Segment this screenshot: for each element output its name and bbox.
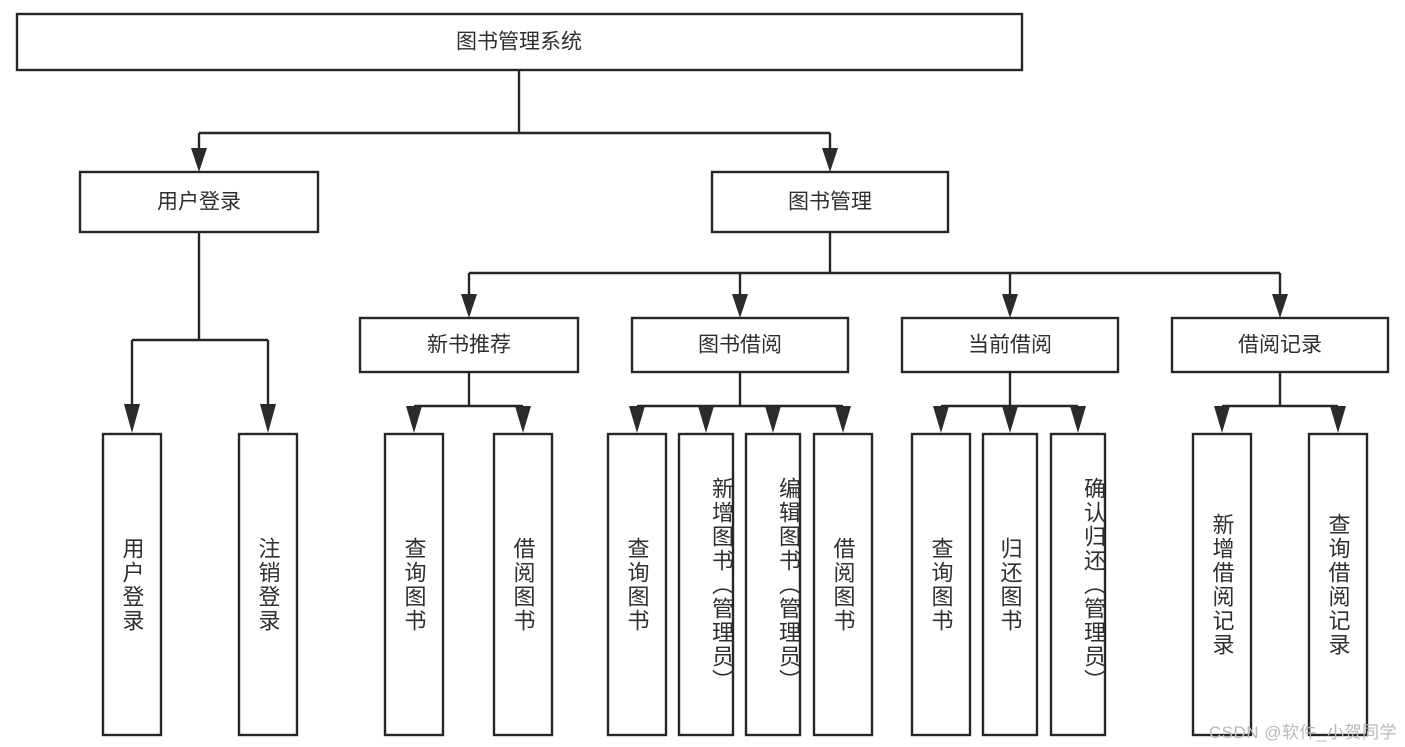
leaf-book-borrow-2-box[interactable]: [677, 432, 735, 737]
connector-group: [124, 70, 1346, 433]
node-current-borrow-box[interactable]: [900, 316, 1120, 374]
leaf-borrow-record-1-box[interactable]: [1191, 432, 1253, 737]
leaf-new-book-2-box[interactable]: [492, 432, 554, 737]
node-book-manage-label: 图书管理: [788, 191, 872, 214]
arrow-bb-child-4: [835, 406, 851, 433]
node-book-manage-box[interactable]: [710, 170, 950, 234]
arrow-bb-child-3: [765, 406, 781, 433]
arrow-to-user-login: [191, 148, 207, 172]
arrow-bb-child-1: [629, 406, 645, 433]
node-root-label: 图书管理系统: [456, 31, 582, 54]
arrow-ul-child-2: [260, 404, 276, 433]
leaf-book-borrow-3-box[interactable]: [744, 432, 802, 737]
arrow-br-child-2: [1330, 406, 1346, 433]
node-user-login-box[interactable]: [78, 170, 320, 234]
leaf-new-book-1-box[interactable]: [383, 432, 445, 737]
leaf-book-borrow-4-box[interactable]: [812, 432, 874, 737]
node-borrow-record-label: 借阅记录: [1238, 334, 1322, 357]
leaf-current-borrow-2-box[interactable]: [981, 432, 1039, 737]
arrow-nb-child-2: [515, 406, 531, 433]
leaf-user-login-1-box[interactable]: [101, 432, 163, 737]
leaf-borrow-record-2-box[interactable]: [1307, 432, 1369, 737]
node-book-borrow-label: 图书借阅: [698, 334, 782, 357]
node-user-login-label: 用户登录: [157, 191, 241, 214]
arrow-cb-child-1: [933, 406, 949, 433]
node-book-borrow-box[interactable]: [630, 316, 850, 374]
arrow-to-current-borrow: [1002, 294, 1018, 318]
node-new-book-label: 新书推荐: [427, 334, 511, 357]
arrow-br-child-1: [1214, 406, 1230, 433]
arrow-to-book-borrow: [732, 294, 748, 318]
node-current-borrow-label: 当前借阅: [968, 334, 1052, 357]
watermark-label: CSDN @软件_小贺同学: [1208, 723, 1397, 742]
leaf-current-borrow-3-box[interactable]: [1049, 432, 1107, 737]
leaf-current-borrow-1-box[interactable]: [910, 432, 972, 737]
node-root-box[interactable]: [15, 12, 1024, 72]
arrow-to-new-book: [461, 294, 477, 318]
arrow-cb-child-3: [1070, 406, 1086, 433]
arrow-to-book-manage: [822, 148, 838, 172]
arrow-nb-child-1: [406, 406, 422, 433]
leaf-book-borrow-1-box[interactable]: [606, 432, 668, 737]
arrow-cb-child-2: [1002, 406, 1018, 433]
leaf-user-login-2-box[interactable]: [237, 432, 299, 737]
node-new-book-box[interactable]: [358, 316, 580, 374]
arrow-bb-child-2: [698, 406, 714, 433]
arrow-ul-child-1: [124, 404, 140, 433]
node-borrow-record-box[interactable]: [1170, 316, 1390, 374]
arrow-to-borrow-record: [1272, 294, 1288, 318]
